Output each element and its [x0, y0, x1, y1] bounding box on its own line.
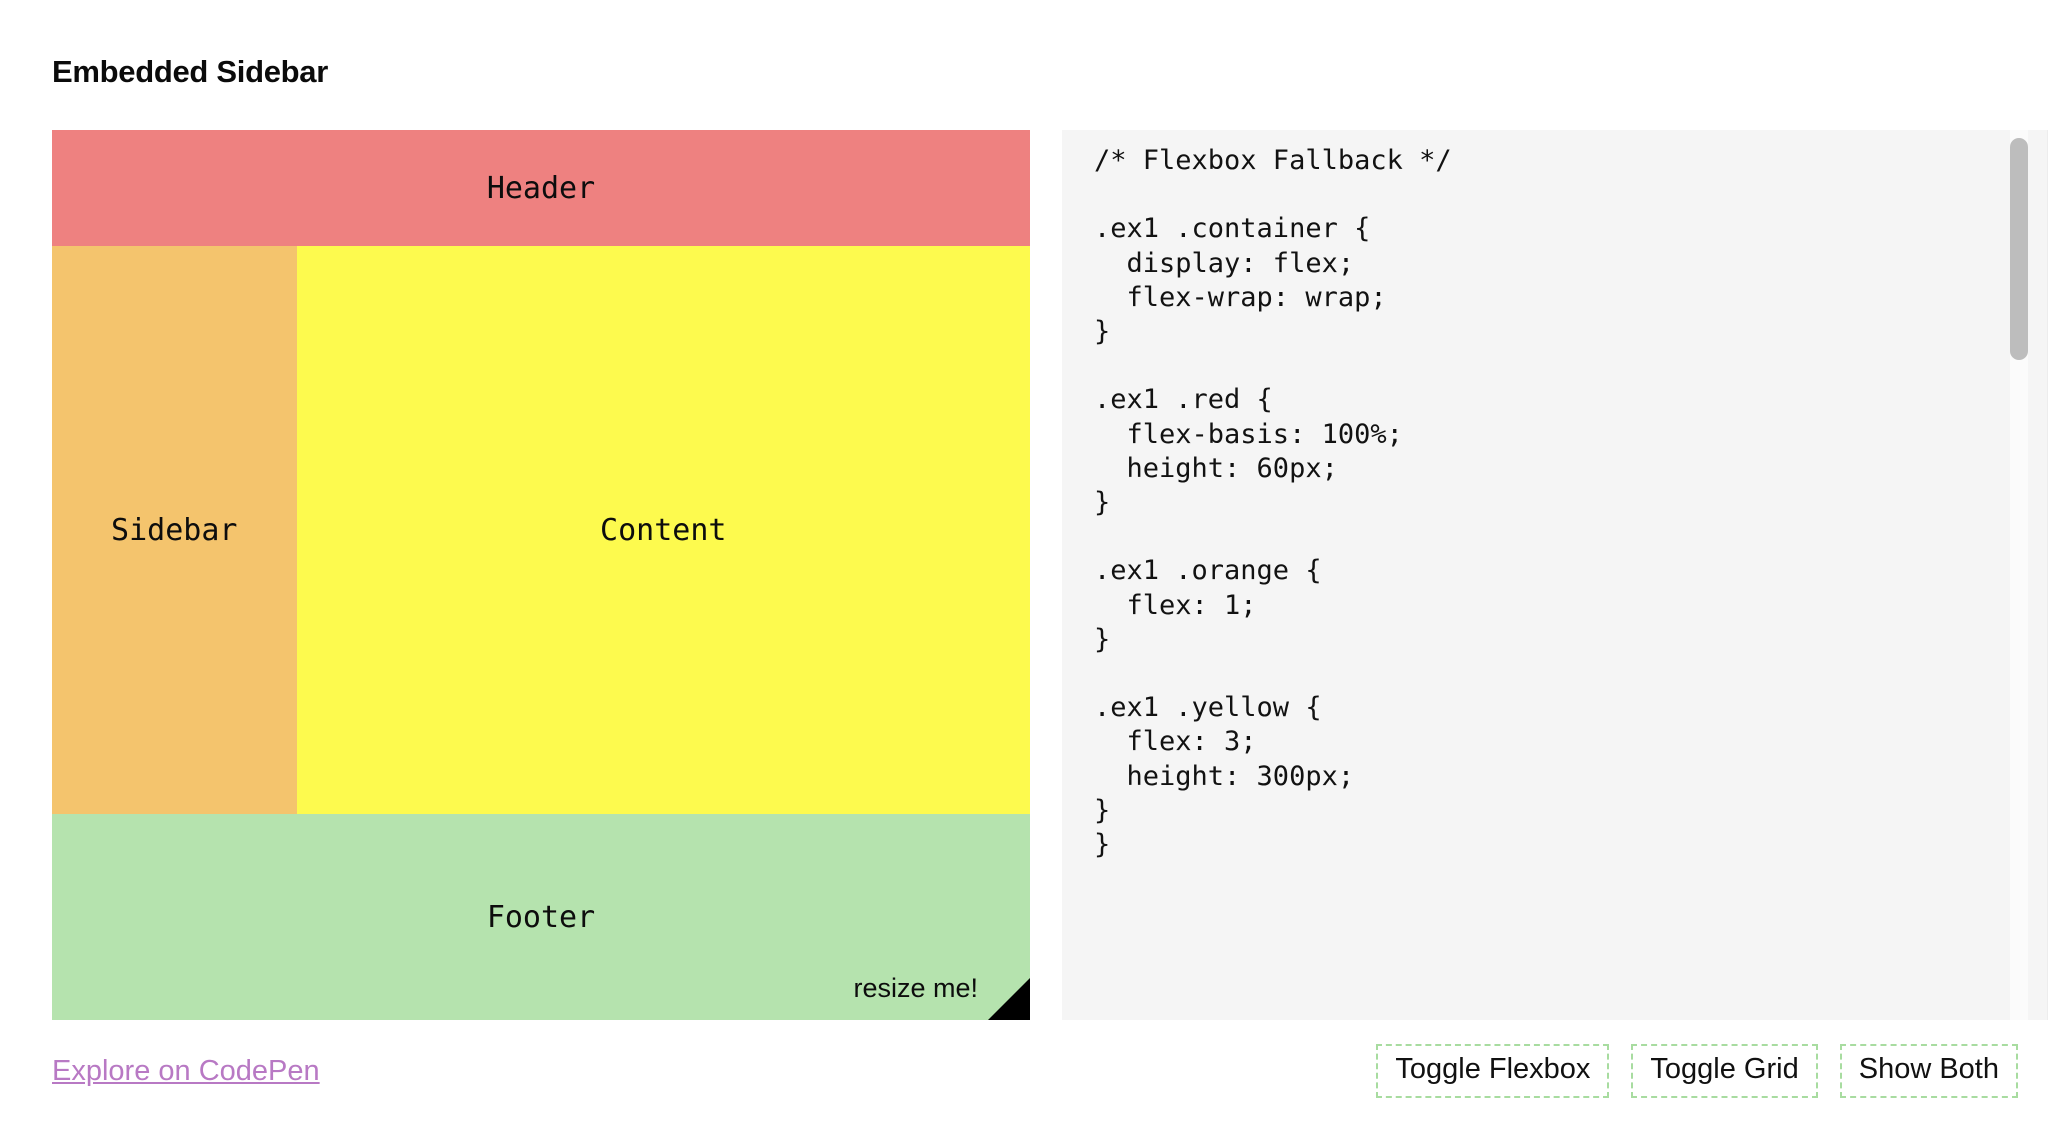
demo-block-sidebar-label: Sidebar: [111, 512, 238, 548]
demo-block-footer-label: Footer: [486, 899, 596, 935]
show-both-button[interactable]: Show Both: [1839, 1044, 2018, 1098]
code-scrollbar-thumb[interactable]: [2010, 138, 2028, 360]
demo-block-content: Content: [296, 246, 1030, 814]
toggle-flexbox-button[interactable]: Toggle Flexbox: [1376, 1044, 1610, 1098]
resize-handle-icon[interactable]: [988, 978, 1030, 1020]
css-code-panel[interactable]: /* Flexbox Fallback */ .ex1 .container {…: [1062, 130, 2048, 1020]
page-title: Embedded Sidebar: [52, 53, 328, 89]
toggle-grid-button[interactable]: Toggle Grid: [1631, 1044, 1818, 1098]
demo-block-header-label: Header: [486, 170, 596, 206]
demo-block-content-label: Content: [600, 512, 727, 548]
demo-container: Header Sidebar Content Footer resize me!: [52, 130, 1030, 1020]
css-code-text: /* Flexbox Fallback */ .ex1 .container {…: [1094, 145, 1452, 861]
footer-bar: Explore on CodePen Toggle Flexbox Toggle…: [0, 1020, 2048, 1133]
demo-block-footer: Footer resize me!: [52, 814, 1030, 1020]
demo-block-header: Header: [52, 130, 1030, 246]
explore-on-codepen-link[interactable]: Explore on CodePen: [52, 1055, 320, 1087]
demo-block-sidebar: Sidebar: [52, 246, 297, 814]
flexbox-demo-panel[interactable]: Header Sidebar Content Footer resize me!: [52, 130, 1030, 1020]
demo-and-code-columns: Header Sidebar Content Footer resize me!…: [0, 130, 2048, 1020]
resize-hint-label: resize me!: [853, 973, 978, 1003]
toggle-button-row: Toggle Flexbox Toggle Grid Show Both: [1376, 1044, 2018, 1098]
